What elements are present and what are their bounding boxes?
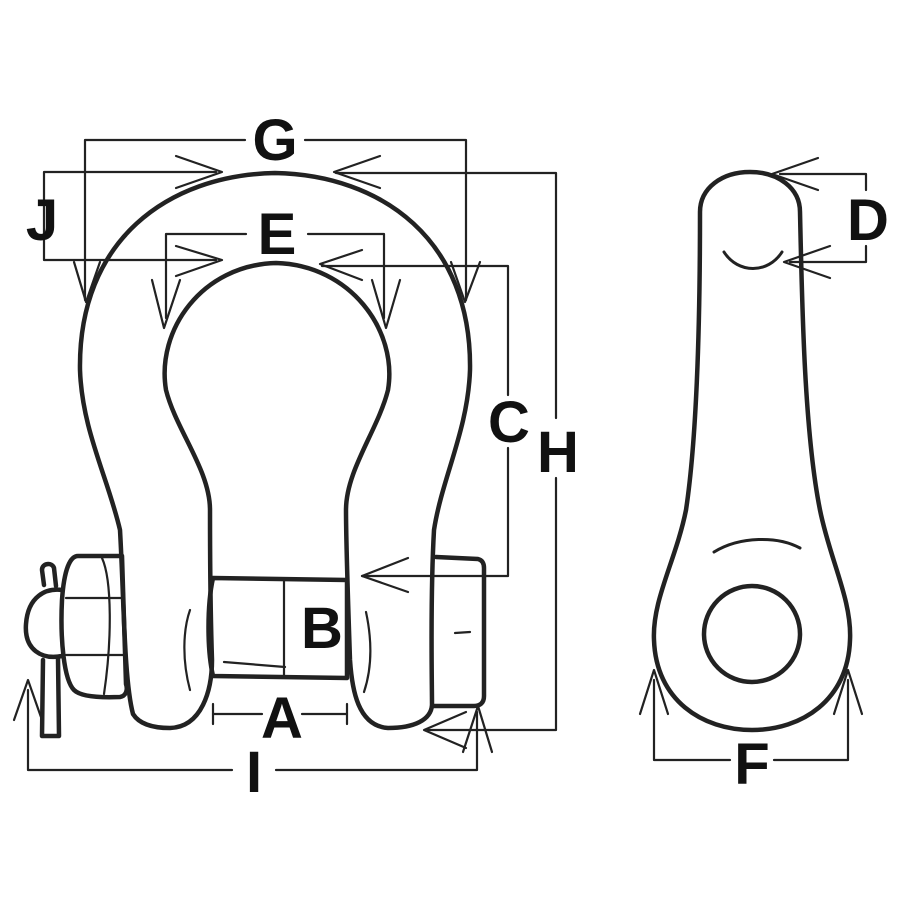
dimension-labels: G J E C H B A I D F	[26, 108, 889, 805]
dim-E-left-arrow	[150, 278, 182, 330]
dim-G-right-arrow	[449, 260, 482, 304]
dim-F-left	[652, 678, 732, 762]
pin-head	[59, 553, 129, 700]
pin-shading	[222, 660, 287, 669]
dim-D-top	[778, 172, 868, 192]
dim-C-lower	[360, 446, 510, 578]
cotter-pin-leg	[39, 655, 62, 739]
dim-C-bottom-arrow	[360, 556, 410, 594]
dim-D-top-arrow	[770, 156, 820, 192]
dim-I-left	[26, 688, 234, 772]
cotter-pin-top	[39, 561, 59, 589]
side-outline	[651, 169, 853, 733]
dim-G-left	[83, 138, 247, 302]
dim-H-bottom-arrow	[422, 710, 468, 750]
side-eye-shading	[712, 538, 802, 554]
dim-F-left-arrow	[638, 668, 670, 716]
label-F: F	[734, 732, 769, 797]
shackle-front-view	[23, 170, 487, 739]
dim-E-right-arrow	[370, 278, 402, 330]
dim-J	[42, 170, 218, 262]
label-G: G	[252, 108, 297, 173]
dim-F-right	[772, 678, 850, 762]
label-B: B	[301, 596, 343, 661]
label-D: D	[847, 188, 889, 253]
cotter-ring	[23, 587, 65, 660]
label-I: I	[246, 740, 262, 805]
dim-F-right-arrow	[832, 668, 864, 716]
dim-H-upper	[334, 171, 558, 420]
side-pin-hole	[701, 583, 803, 685]
pin-head-edge	[100, 556, 111, 696]
left-leg-shading	[183, 608, 192, 692]
dim-C-top-arrow	[318, 248, 364, 282]
dim-H-lower	[426, 476, 558, 732]
pin-body	[206, 575, 350, 681]
label-J: J	[26, 188, 58, 253]
label-E: E	[258, 202, 297, 267]
dim-C-upper	[320, 264, 510, 397]
dim-E-right	[306, 232, 386, 320]
bow-outer-outline	[77, 170, 473, 731]
dim-H-top-arrow	[332, 154, 382, 190]
label-H: H	[537, 420, 579, 485]
side-crown-shading	[722, 250, 784, 270]
dim-G-right	[303, 138, 468, 302]
dimension-lines-front	[12, 138, 558, 772]
right-leg-shading	[362, 610, 372, 694]
dimension-lines-side	[638, 156, 868, 762]
right-nut-shading	[453, 630, 472, 635]
dim-G-left-arrow	[72, 260, 102, 304]
dim-D-bottom-arrow	[782, 244, 832, 280]
dim-J-arrow-top	[174, 154, 224, 190]
dim-I-right-arrow	[461, 704, 494, 754]
right-nut	[430, 554, 487, 709]
shackle-side-view	[651, 169, 853, 733]
dim-D-bottom	[788, 244, 868, 264]
dim-E-left	[164, 232, 248, 320]
dim-J-arrow-bottom	[174, 244, 224, 278]
label-C: C	[488, 390, 530, 455]
dim-I-right	[274, 710, 479, 772]
label-A: A	[261, 686, 303, 751]
dim-I-left-arrow	[12, 678, 44, 722]
